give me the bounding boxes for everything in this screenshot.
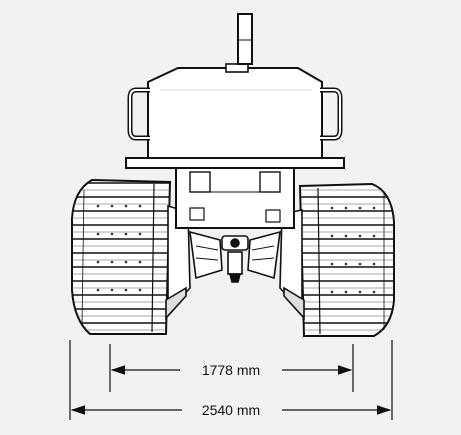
inner-gauge-label: 1778 mm [202,362,260,378]
extension-lines [69,340,393,420]
left-track-bolts [96,204,142,292]
front-chassis [165,204,305,321]
right-handle-icon [320,87,343,141]
inner-gauge-dimension: 1778 mm [110,362,353,378]
left-handle-icon [127,87,150,141]
overall-width-dimension: 2540 mm [70,402,392,418]
left-track [71,178,172,335]
right-track [298,182,395,337]
exhaust-stack-icon [237,13,253,65]
overall-width-label: 2540 mm [202,402,260,418]
upper-body [125,63,345,169]
right-track-bolts [330,206,376,294]
tow-hook-assembly [189,230,281,283]
lower-body [175,165,295,229]
